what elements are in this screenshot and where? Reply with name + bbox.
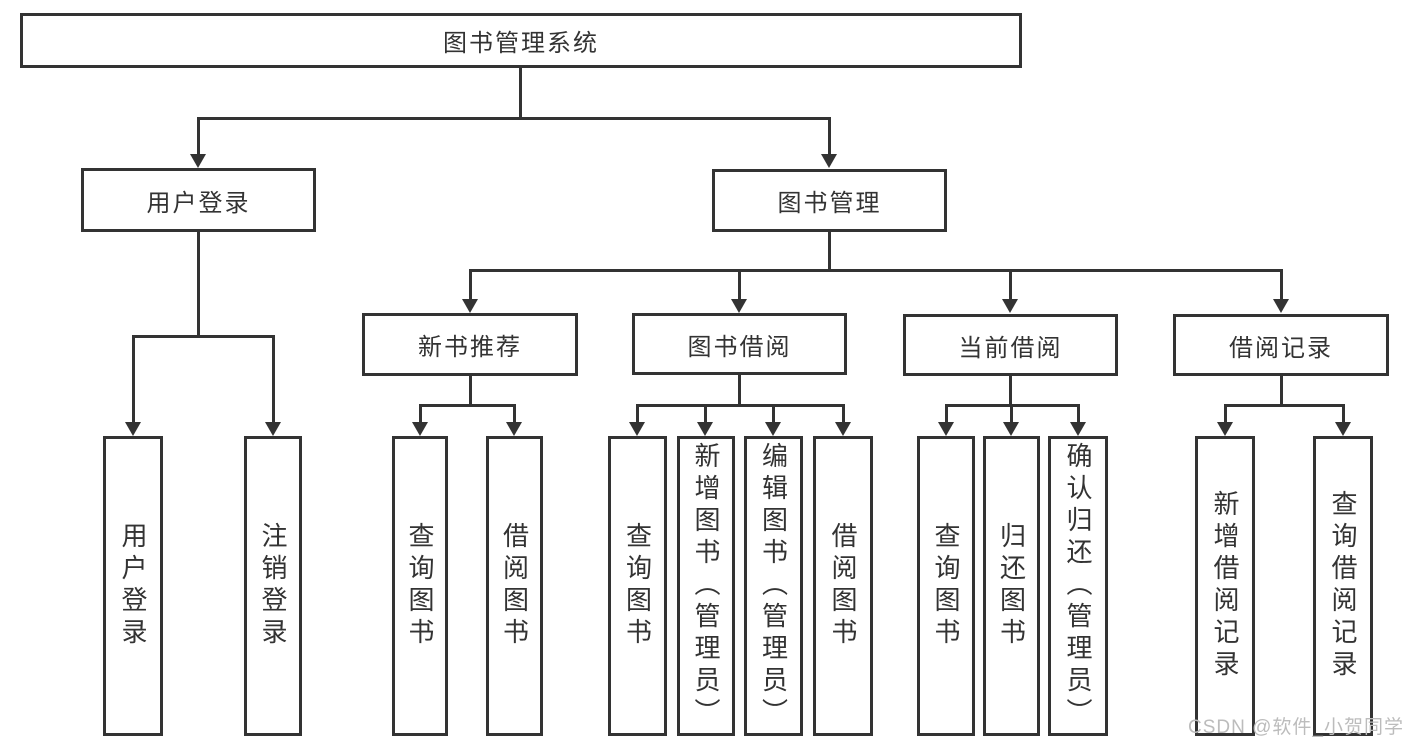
connector-drop xyxy=(738,269,741,300)
connector-rail xyxy=(636,404,844,407)
arrowhead-icon xyxy=(731,299,747,313)
arrowhead-icon xyxy=(1002,299,1018,313)
arrowhead-icon xyxy=(190,154,206,168)
connector-drop xyxy=(132,335,135,423)
node-book-management: 图书管理 xyxy=(712,169,947,232)
node-borrow-records: 借阅记录 xyxy=(1173,314,1389,376)
connector-login-stem xyxy=(197,232,200,336)
arrowhead-icon xyxy=(1003,422,1019,436)
arrowhead-icon xyxy=(1070,422,1086,436)
arrowhead-icon xyxy=(1217,422,1233,436)
arrowhead-icon xyxy=(506,422,522,436)
connector-drop xyxy=(1077,404,1080,423)
leaf-label: 编辑图书（管理员） xyxy=(758,442,789,730)
leaf-label: 确认归还（管理员） xyxy=(1063,442,1093,730)
leaf-add-borrow-record: 新增借阅记录 xyxy=(1195,436,1255,736)
arrowhead-icon xyxy=(412,422,428,436)
arrowhead-icon xyxy=(697,422,713,436)
leaf-edit-books-admin: 编辑图书（管理员） xyxy=(744,436,803,736)
node-new-book-recommend: 新书推荐 xyxy=(362,313,578,376)
leaf-label: 借阅图书 xyxy=(499,522,530,650)
connector-login-rail xyxy=(132,335,275,338)
connector-stem xyxy=(1280,376,1283,406)
connector-drop xyxy=(828,117,831,155)
leaf-logout: 注销登录 xyxy=(244,436,302,736)
connector-drop xyxy=(1010,404,1013,423)
arrowhead-icon xyxy=(265,422,281,436)
leaf-query-books-borrow: 查询图书 xyxy=(608,436,667,736)
arrowhead-icon xyxy=(629,422,645,436)
connector-root-rail xyxy=(197,117,831,120)
arrowhead-icon xyxy=(938,422,954,436)
watermark: CSDN @软件_小贺同学 xyxy=(1188,717,1404,738)
connector-drop xyxy=(842,404,845,423)
leaf-query-borrow-record: 查询借阅记录 xyxy=(1313,436,1373,736)
connector-drop xyxy=(1009,269,1012,300)
leaf-label: 查询图书 xyxy=(931,522,961,650)
leaf-label: 注销登录 xyxy=(258,522,288,650)
connector-drop xyxy=(704,404,707,423)
leaf-query-books-current: 查询图书 xyxy=(917,436,975,736)
arrowhead-icon xyxy=(835,422,851,436)
arrowhead-icon xyxy=(1273,299,1289,313)
leaf-query-books-recommend: 查询图书 xyxy=(392,436,448,736)
arrowhead-icon xyxy=(821,154,837,168)
connector-stem xyxy=(738,375,741,406)
connector-drop xyxy=(772,404,775,423)
node-user-login: 用户登录 xyxy=(81,168,316,232)
node-book-borrow: 图书借阅 xyxy=(632,313,847,375)
node-root: 图书管理系统 xyxy=(20,13,1022,68)
connector-rail xyxy=(419,404,515,407)
connector-root-stem xyxy=(519,68,522,118)
leaf-label: 查询图书 xyxy=(622,522,653,650)
leaf-borrow-books: 借阅图书 xyxy=(813,436,873,736)
connector-stem xyxy=(1009,376,1012,406)
leaf-borrow-books-recommend: 借阅图书 xyxy=(486,436,543,736)
leaf-label: 新增借阅记录 xyxy=(1210,490,1240,682)
connector-drop xyxy=(419,404,422,423)
arrowhead-icon xyxy=(125,422,141,436)
connector-drop xyxy=(1280,269,1283,300)
leaf-user-login: 用户登录 xyxy=(103,436,163,736)
connector-mgmt-stem xyxy=(828,232,831,270)
connector-drop xyxy=(272,335,275,423)
leaf-label: 查询借阅记录 xyxy=(1328,490,1358,682)
connector-drop xyxy=(469,269,472,300)
leaf-return-books: 归还图书 xyxy=(983,436,1040,736)
leaf-label: 归还图书 xyxy=(996,522,1027,650)
connector-drop xyxy=(1342,404,1345,423)
leaf-label: 用户登录 xyxy=(118,522,148,650)
leaf-confirm-return-admin: 确认归还（管理员） xyxy=(1048,436,1108,736)
leaf-label: 查询图书 xyxy=(405,522,435,650)
node-current-borrow: 当前借阅 xyxy=(903,314,1118,376)
connector-drop xyxy=(636,404,639,423)
leaf-label: 新增图书（管理员） xyxy=(691,442,721,730)
arrowhead-icon xyxy=(1335,422,1351,436)
connector-drop xyxy=(945,404,948,423)
connector-stem xyxy=(469,376,472,406)
leaf-label: 借阅图书 xyxy=(828,522,858,650)
connector-drop xyxy=(197,117,200,155)
leaf-add-books-admin: 新增图书（管理员） xyxy=(677,436,735,736)
connector-rail xyxy=(1224,404,1344,407)
connector-drop xyxy=(1224,404,1227,423)
arrowhead-icon xyxy=(765,422,781,436)
connector-mgmt-rail xyxy=(469,269,1282,272)
arrowhead-icon xyxy=(462,299,478,313)
connector-drop xyxy=(513,404,516,423)
